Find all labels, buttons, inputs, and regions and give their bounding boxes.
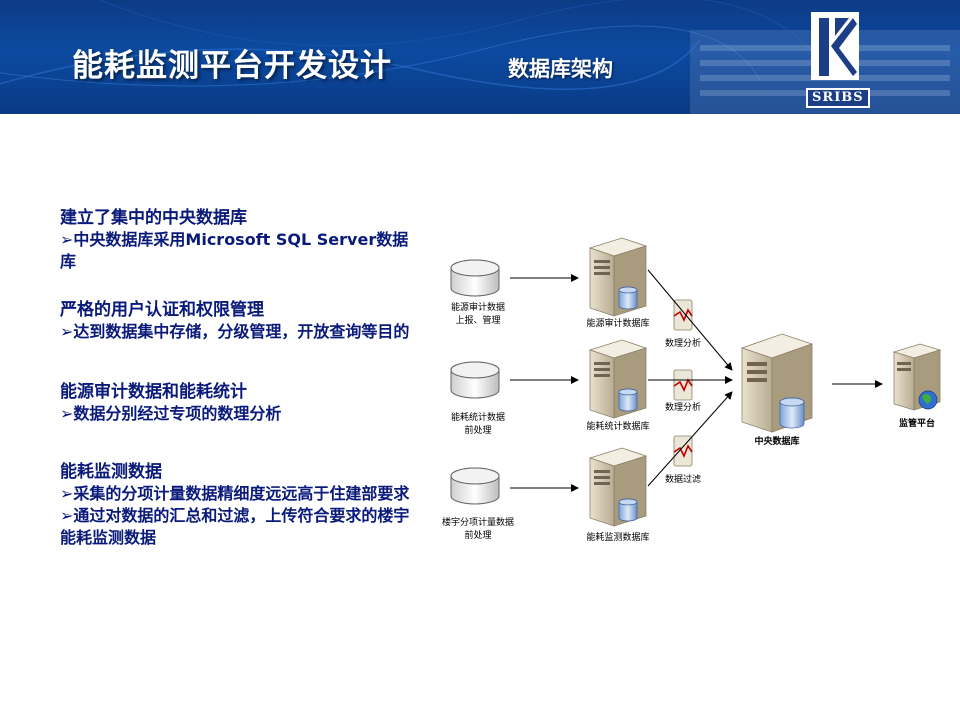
central-db-server-icon: [740, 333, 814, 433]
process-server-icon: [673, 369, 693, 401]
process-label: 数理分析: [665, 401, 701, 413]
sribs-logo-icon: [811, 12, 859, 80]
section-item: ➢数据分别经过专项的数理分析: [60, 404, 282, 423]
source-label: 楼宇分项计量数据: [442, 516, 514, 528]
process-label: 数据过滤: [665, 473, 701, 485]
source-label: 前处理: [464, 529, 491, 541]
section-title: 能源审计数据和能耗统计: [60, 382, 247, 402]
page-subtitle: 数据库架构: [508, 57, 613, 81]
logo-wordmark: SRIBS: [806, 88, 870, 108]
db-server-icon: [588, 237, 648, 317]
section-title: 严格的用户认证和权限管理: [60, 300, 264, 320]
process-server-icon: [673, 299, 693, 331]
section-item: ➢中央数据库采用Microsoft SQL Server数据库: [60, 230, 409, 271]
section-title: 能耗监测数据: [60, 462, 162, 482]
section-title: 建立了集中的中央数据库: [60, 208, 247, 228]
bullet-list: 建立了集中的中央数据库 ➢中央数据库采用Microsoft SQL Server…: [60, 207, 420, 549]
flow-arrow: [647, 269, 733, 371]
section-central-db: 建立了集中的中央数据库 ➢中央数据库采用Microsoft SQL Server…: [60, 207, 420, 273]
platform-server-icon: [892, 343, 942, 411]
central-db-label: 中央数据库: [754, 435, 799, 447]
db-label: 能耗监测数据库: [586, 531, 649, 543]
process-server-icon: [673, 435, 693, 467]
db-label: 能源审计数据库: [586, 317, 649, 329]
source-label: 能源审计数据: [451, 301, 505, 313]
header-banner: 能耗监测平台开发设计 数据库架构 SRIBS: [0, 0, 960, 114]
section-item: ➢采集的分项计量数据精细度远远高于住建部要求: [60, 484, 410, 503]
source-db-icon: [450, 259, 500, 297]
source-label: 前处理: [464, 424, 491, 436]
architecture-diagram: 能源审计数据 上报、管理 能耗统计数据 前处理 楼宇分项计量数据 前处理: [442, 237, 942, 543]
source-db-icon: [450, 361, 500, 399]
source-label: 能耗统计数据: [451, 411, 505, 423]
section-auth: 严格的用户认证和权限管理 ➢达到数据集中存储，分级管理，开放查询等目的: [60, 299, 420, 343]
process-label: 数理分析: [665, 337, 701, 349]
section-audit: 能源审计数据和能耗统计 ➢数据分别经过专项的数理分析: [60, 381, 420, 425]
source-db-icon: [450, 467, 500, 505]
db-server-icon: [588, 447, 648, 527]
platform-label: 监管平台: [899, 417, 935, 429]
db-label: 能耗统计数据库: [586, 420, 649, 432]
section-item: ➢达到数据集中存储，分级管理，开放查询等目的: [60, 322, 410, 341]
source-label: 上报、管理: [455, 314, 500, 326]
db-server-icon: [588, 339, 648, 419]
page-title: 能耗监测平台开发设计: [72, 48, 392, 84]
section-monitoring: 能耗监测数据 ➢采集的分项计量数据精细度远远高于住建部要求 ➢通过对数据的汇总和…: [60, 461, 420, 549]
section-item: ➢通过对数据的汇总和过滤，上传符合要求的楼宇能耗监测数据: [60, 506, 410, 547]
flow-arrow: [647, 391, 733, 487]
